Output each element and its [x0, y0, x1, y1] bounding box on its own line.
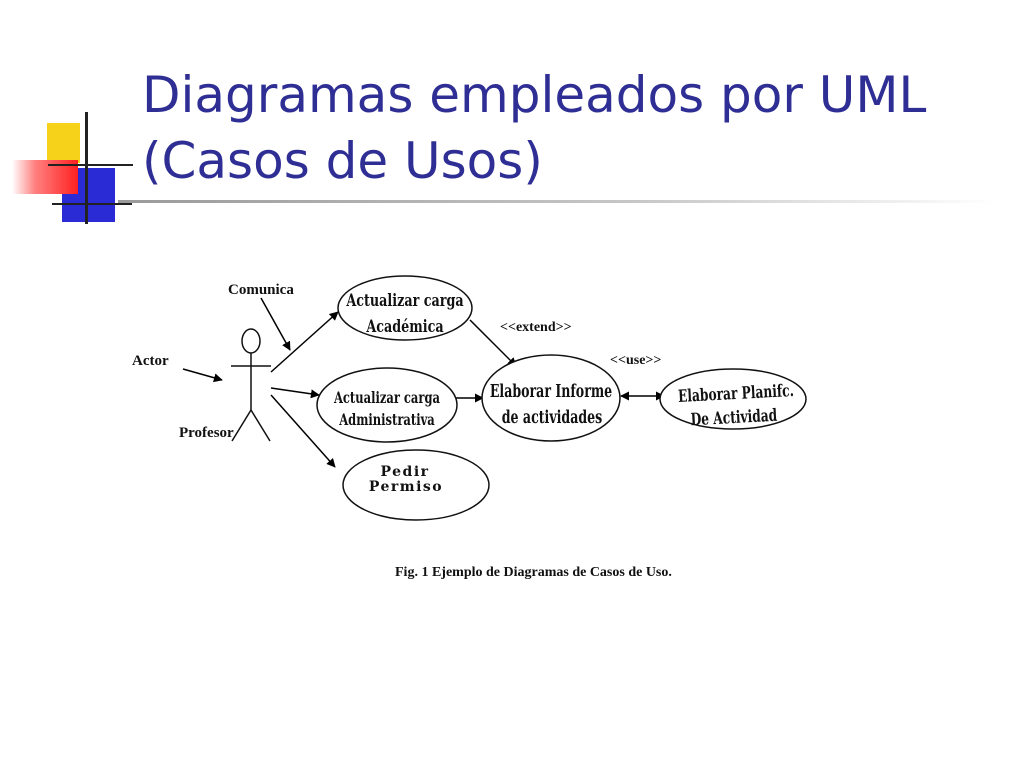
title-underline — [118, 200, 998, 203]
use-case-academica-line2: Académica — [366, 316, 444, 336]
decor-horizontal-line — [52, 203, 132, 205]
assoc-administrativa — [270, 387, 320, 399]
use-label: <<use>> — [610, 353, 661, 368]
extend-arrow — [469, 319, 517, 367]
use-case-planific-line2: De Actividad — [690, 406, 778, 430]
comunica-label: Comunica — [228, 282, 294, 298]
assoc-academica — [270, 311, 339, 373]
figure-caption: Fig. 1 Ejemplo de Diagramas de Casos de … — [395, 565, 672, 580]
decor-vertical-line — [85, 112, 88, 224]
profesor-label: Profesor — [179, 425, 234, 441]
decor-yellow-square — [47, 123, 80, 163]
slide-title: Diagramas empleados por UML (Casos de Us… — [142, 66, 927, 190]
extend-label: <<extend>> — [500, 320, 572, 335]
use-case-administrativa-line2: Administrativa — [338, 411, 434, 429]
use-case-informe-line2: de actividades — [502, 406, 603, 428]
use-case-informe — [481, 354, 621, 442]
use-case-academica — [337, 275, 473, 341]
actor-arrow — [182, 368, 223, 383]
use-case-permiso-line2: Permiso — [369, 479, 443, 495]
use-case-informe-line1: Elaborar Informe — [490, 380, 612, 402]
use-case-administrativa — [316, 367, 458, 443]
actor-label: Actor — [132, 353, 169, 369]
use-case-planific — [659, 368, 807, 430]
actor-figure — [231, 328, 271, 442]
comunica-arrow — [260, 297, 291, 351]
assoc-permiso — [270, 394, 336, 468]
use-case-academica-line1: Actualizar carga — [346, 290, 464, 310]
use-case-administrativa-line1: Actualizar carga — [333, 389, 440, 407]
use-case-permiso — [342, 449, 490, 521]
decor-horizontal-line — [48, 164, 133, 166]
use-case-permiso-line1: Pedir — [380, 464, 429, 480]
